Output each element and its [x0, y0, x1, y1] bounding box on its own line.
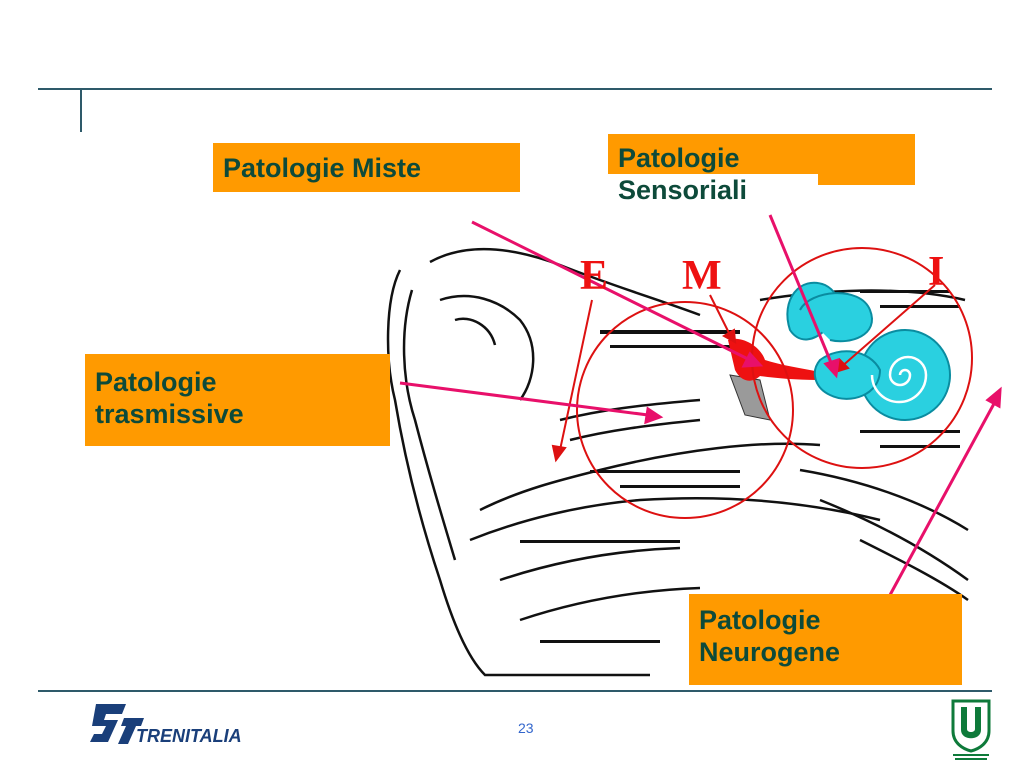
sensoriali-arrow — [768, 214, 834, 366]
middle-ear-circle — [576, 301, 794, 519]
stipple-texture — [520, 290, 960, 643]
middle-ear-arrow — [709, 294, 731, 336]
cochlea-spiral — [870, 355, 928, 404]
label-patologie-trasmissive: Patologie trasmissive — [85, 354, 390, 446]
neurogene-arrow — [882, 399, 998, 607]
label-patologie-miste: Patologie Miste — [213, 143, 520, 192]
bottom-rule — [38, 690, 992, 692]
page-number: 23 — [518, 720, 534, 736]
label-trasmissive-line2: trasmissive — [95, 399, 244, 429]
label-trasmissive-line1: Patologie — [95, 367, 217, 397]
label-miste-text: Patologie Miste — [223, 153, 422, 183]
trasmissive-arrow — [399, 381, 649, 417]
label-sensoriali-line2: Sensoriali — [608, 174, 818, 206]
trenitalia-logo-text: TRENITALIA — [136, 726, 242, 746]
label-patologie-neurogene: Patologie Neurogene — [689, 594, 962, 685]
tor-vergata-shield — [951, 699, 991, 760]
external-ear-arrow — [559, 299, 593, 451]
inner-ear — [786, 281, 951, 421]
region-letter-external: E — [580, 253, 609, 299]
region-letter-inner: I — [928, 249, 945, 295]
miste-arrow — [471, 220, 751, 362]
trenitalia-logo: TRENITALIA — [86, 700, 256, 748]
inner-ear-arrow — [839, 284, 936, 369]
label-sensoriali-line1: Patologie — [618, 143, 740, 173]
ossicles — [728, 338, 820, 381]
trenitalia-logo-mark — [90, 704, 144, 744]
label-patologie-sensoriali: Patologie Sensoriali — [608, 134, 915, 206]
left-tick — [80, 88, 82, 132]
region-letter-middle: M — [682, 253, 722, 299]
tympanic-membrane — [729, 374, 771, 421]
top-rule — [38, 88, 992, 90]
tor-vergata-logo — [949, 697, 993, 761]
ear-outline — [386, 247, 969, 677]
label-neurogene-line2: Neurogene — [699, 637, 841, 667]
label-neurogene-line1: Patologie — [699, 605, 821, 635]
